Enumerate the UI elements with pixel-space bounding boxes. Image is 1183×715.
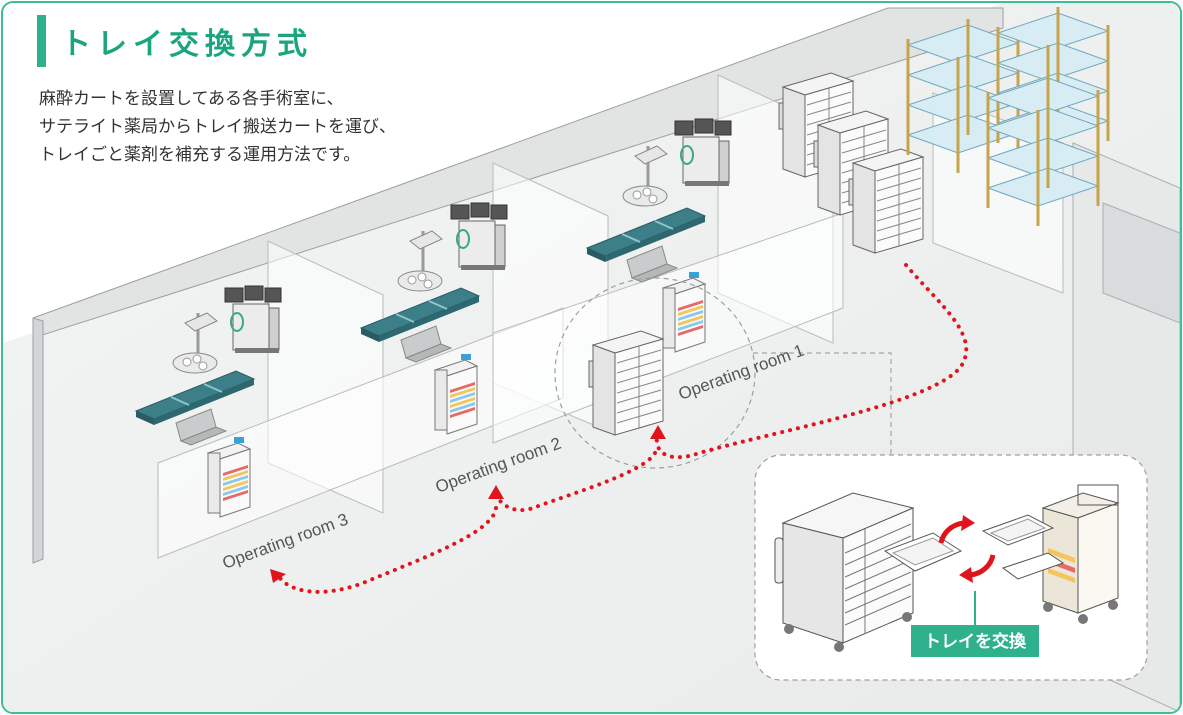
title-accent-bar	[37, 15, 46, 67]
exchange-badge	[911, 625, 1039, 657]
operating-floor-illustration: Operating room 1 Operating room 2 Operat…	[3, 3, 1180, 712]
delivery-route	[276, 263, 969, 594]
exchange-arrows	[938, 515, 996, 583]
highlight-circle	[554, 277, 756, 469]
transport-cart-in-room-1	[588, 330, 664, 436]
route-arrowheads	[270, 425, 666, 583]
description-line-1: 麻酔カートを設置してある各手術室に、	[39, 89, 344, 109]
callout-leader	[753, 352, 892, 455]
exchange-badge-label: トレイを交換	[924, 631, 1027, 652]
description-line-2: サテライト薬局からトレイ搬送カートを運び、	[39, 117, 396, 137]
page-title: トレイ交換方式	[61, 27, 313, 62]
detail-anesthesia-cart	[981, 484, 1120, 624]
description-line-3: トレイごと薬剤を補充する運用方法です。	[39, 145, 361, 165]
description: 麻酔カートを設置してある各手術室に、 サテライト薬局からトレイ搬送カートを運び、…	[39, 85, 396, 169]
detail-transport-cart	[774, 492, 963, 652]
